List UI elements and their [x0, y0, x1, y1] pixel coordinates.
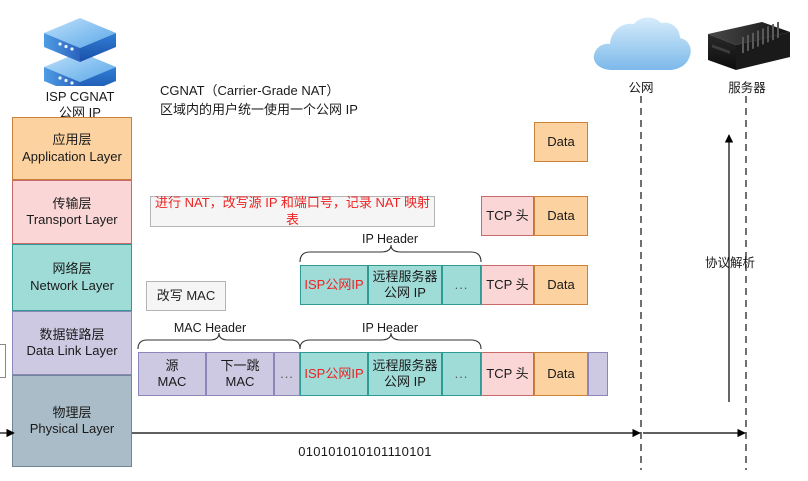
cell-label: Data [547, 207, 575, 223]
layer-transport-en: Transport Layer [26, 212, 118, 227]
physical-bits-label: 010101010101110101 [298, 443, 432, 459]
layer-transport-cn: 传输层 [52, 195, 92, 211]
layer-physical-en: Physical Layer [29, 421, 115, 436]
left-edge-stub [0, 344, 6, 378]
cell-label: Data [547, 365, 575, 381]
server-stack-icon [44, 18, 116, 96]
cell-label-line1: 远程服务器 [372, 357, 438, 373]
layer-network: 网络层 Network Layer [12, 244, 132, 311]
packet-datalink-srcmac: 源 MAC [138, 352, 206, 396]
brace-label-ip-header-datalink: IP Header [361, 321, 419, 336]
cloud-label: 公网 [628, 81, 654, 95]
cell-label: TCP 头 [486, 365, 529, 381]
packet-datalink-ip-ellipsis: ... [442, 352, 481, 396]
packet-network-dstip: 远程服务器 公网 IP [368, 265, 442, 305]
packet-network-tcphdr: TCP 头 [481, 265, 534, 305]
cell-label: TCP 头 [486, 276, 529, 292]
mac-note: 改写 MAC [146, 281, 226, 311]
packet-datalink-nexthopmac: 下一跳 MAC [206, 352, 274, 396]
packet-datalink-tcphdr: TCP 头 [481, 352, 534, 396]
brace-label-mac-header-datalink: MAC Header [173, 321, 247, 336]
cell-label-line1: 下一跳 [220, 357, 260, 373]
isp-label-line1: ISP CGNAT [45, 89, 115, 104]
layer-datalink: 数据链路层 Data Link Layer [12, 311, 132, 375]
cell-label-line2: 公网 IP [384, 374, 426, 389]
isp-cgnat-node: ISP CGNAT 公网 IP [20, 8, 140, 120]
layer-datalink-en: Data Link Layer [26, 343, 118, 358]
packet-datalink-data: Data [534, 352, 588, 396]
cell-label: TCP 头 [486, 207, 529, 223]
layer-network-cn: 网络层 [52, 261, 92, 277]
layer-physical-cn: 物理层 [52, 404, 92, 420]
mac-note-text: 改写 MAC [156, 287, 216, 303]
remote-server-node: 服务器 [700, 12, 794, 100]
packet-network-ellipsis: ... [442, 265, 481, 305]
layer-transport: 传输层 Transport Layer [12, 180, 132, 244]
cell-label: ... [280, 365, 294, 381]
public-network-node: 公网 [587, 12, 695, 100]
packet-network-ispip: ISP公网IP [300, 265, 368, 305]
layer-application: 应用层 Application Layer [12, 117, 132, 180]
packet-transport-tcphdr: TCP 头 [481, 196, 534, 236]
cell-label: Data [547, 276, 575, 292]
cell-label: ... [454, 365, 469, 381]
cgnat-desc-line1: CGNAT（Carrier-Grade NAT） [160, 83, 340, 98]
cell-label: ISP公网IP [304, 365, 364, 381]
cell-label: Data [547, 133, 575, 149]
layer-physical: 物理层 Physical Layer [12, 375, 132, 467]
nat-note-text: 进行 NAT，改写源 IP 和端口号，记录 NAT 映射表 [155, 195, 430, 227]
cell-label-line1: 远程服务器 [372, 268, 438, 284]
protocol-parse-label: 协议解析 [700, 255, 760, 273]
brace-label-ip-header-network: IP Header [361, 232, 419, 247]
cell-label: ISP公网IP [304, 276, 364, 292]
cell-label: ... [454, 276, 469, 292]
cell-label-line1: 源 [165, 357, 179, 373]
packet-datalink-trailer [588, 352, 608, 396]
cell-label-line2: MAC [225, 374, 255, 389]
server-label: 服务器 [728, 81, 766, 95]
cell-label-line2: 公网 IP [384, 285, 426, 300]
layer-application-cn: 应用层 [52, 132, 92, 148]
packet-transport-data: Data [534, 196, 588, 236]
nat-note: 进行 NAT，改写源 IP 和端口号，记录 NAT 映射表 [150, 195, 435, 227]
packet-app-data: Data [534, 122, 588, 162]
isp-label-line2: 公网 IP [59, 105, 101, 121]
cgnat-desc-line2: 区域内的用户统一使用一个公网 IP [160, 101, 358, 117]
server-rack-icon [708, 21, 790, 70]
packet-datalink-mac-ellipsis: ... [274, 352, 300, 396]
packet-datalink-dstip: 远程服务器 公网 IP [368, 352, 442, 396]
cell-label-line2: MAC [157, 374, 187, 389]
layer-network-en: Network Layer [30, 277, 114, 293]
layer-application-en: Application Layer [22, 148, 122, 164]
cloud-icon [593, 17, 691, 70]
packet-datalink-ispip: ISP公网IP [300, 352, 368, 396]
cgnat-description: CGNAT（Carrier-Grade NAT） 区域内的用户统一使用一个公网 … [160, 82, 490, 120]
layer-datalink-cn: 数据链路层 [39, 326, 105, 342]
packet-network-data: Data [534, 265, 588, 305]
